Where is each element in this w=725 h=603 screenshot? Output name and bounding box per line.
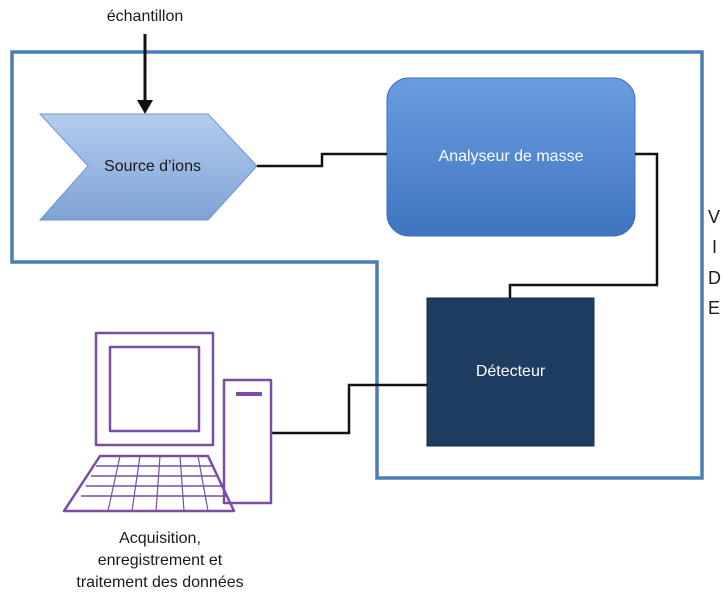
detector-label: Détecteur: [475, 363, 546, 380]
vacuum-enclosure-border: [10, 50, 704, 480]
computer-caption-line-1: Acquisition,: [119, 530, 201, 547]
sample-label: échantillon: [106, 8, 184, 25]
ion-source-label: Source d’ions: [104, 158, 201, 175]
connector-analyzer-detector: [508, 152, 659, 298]
connector-detector-computer: [270, 383, 427, 435]
mass-analyzer-label: Analyseur de masse: [438, 148, 584, 165]
sample-arrow-head: [137, 100, 153, 114]
vacuum-letter-v: V: [708, 207, 721, 227]
ion-source-shape: [38, 113, 258, 221]
vacuum-letter-i: I: [712, 237, 718, 257]
vacuum-letter-d: D: [708, 268, 721, 288]
computer-icon: [62, 331, 273, 513]
vacuum-letter-e: E: [708, 298, 721, 318]
computer-caption-line-3: traitement des données: [76, 574, 244, 591]
connector-source-analyzer: [257, 152, 387, 168]
computer-caption-line-2: enregistrement et: [97, 552, 223, 569]
mass-analyzer-shape: [386, 77, 636, 237]
